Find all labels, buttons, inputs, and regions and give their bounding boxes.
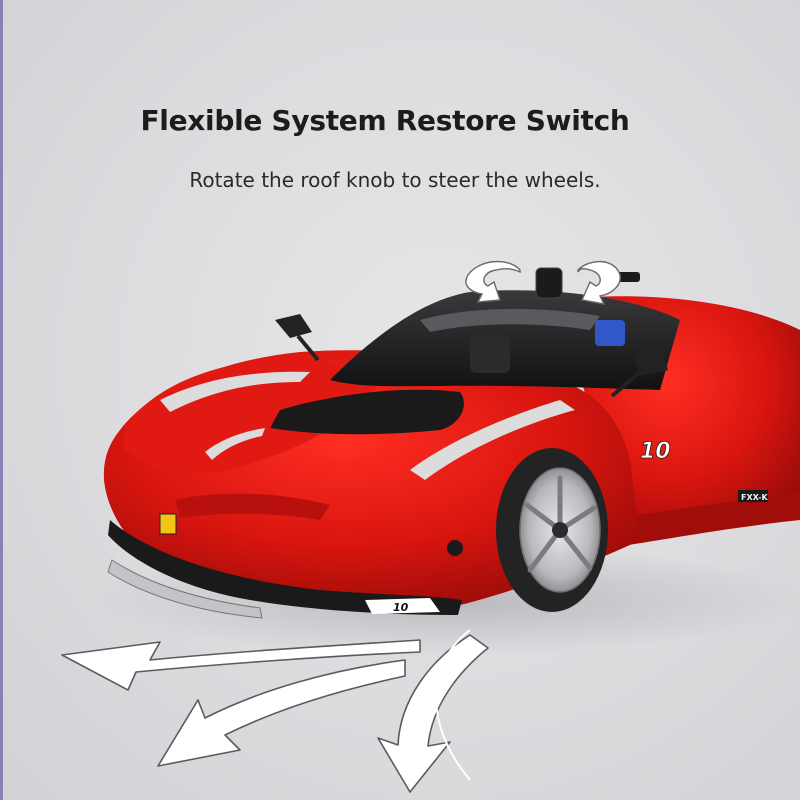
steer-down-right-arrow-icon — [377, 634, 489, 793]
front-plate-number: 10 — [393, 601, 409, 614]
headline: Flexible System Restore Switch — [140, 104, 630, 137]
turn-curve-line — [435, 629, 471, 781]
rotation-arrows-icon — [465, 260, 621, 305]
front-wheel — [496, 448, 608, 612]
steer-down-left-arrow-icon — [157, 659, 406, 767]
steer-arrows — [61, 629, 489, 793]
brand-badge-icon — [159, 513, 177, 535]
side-number: 10 — [640, 439, 671, 465]
steer-left-arrow-icon — [61, 639, 421, 691]
left-edge-line — [0, 0, 3, 800]
front-plate: 10 — [365, 598, 440, 614]
svg-text:10: 10 — [640, 439, 671, 464]
rear-tag: FXX-K — [738, 490, 768, 502]
roof-knob — [535, 267, 563, 299]
cockpit — [275, 267, 680, 398]
subheading: Rotate the roof knob to steer the wheels… — [189, 168, 601, 192]
svg-text:FXX-K: FXX-K — [741, 493, 768, 502]
